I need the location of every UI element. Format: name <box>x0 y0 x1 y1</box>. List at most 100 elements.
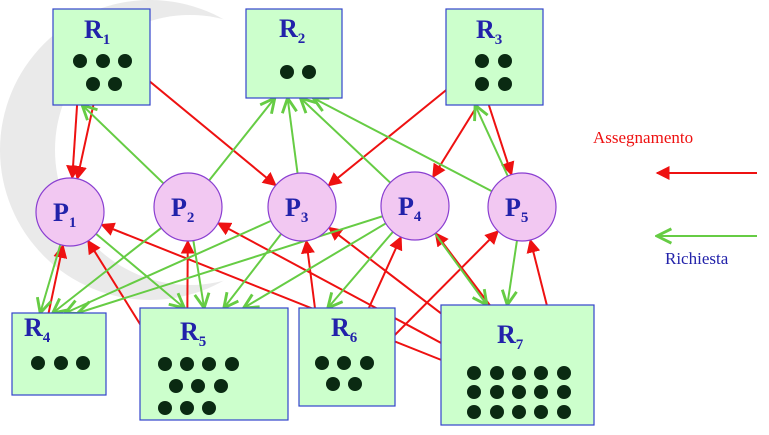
legend-request-label: Richiesta <box>665 249 729 268</box>
request-edge-p2-r1 <box>82 105 165 185</box>
assignment-edge-r7-p1 <box>100 222 475 374</box>
resource-instance-dot <box>31 356 45 370</box>
resource-instance-dot <box>225 357 239 371</box>
resource-label: R7 <box>497 320 524 353</box>
resource-instance-dot <box>158 401 172 415</box>
resource-instance-dot <box>490 366 504 380</box>
resource-instance-dot <box>534 385 548 399</box>
resource-instance-dot <box>302 65 316 79</box>
resource-instance-dot <box>326 377 340 391</box>
request-edge-p4-r7 <box>434 232 487 305</box>
resource-instance-dot <box>498 77 512 91</box>
resource-r3: R3 <box>445 8 544 106</box>
request-edge-p2-r5 <box>192 240 204 308</box>
resource-instance-dot <box>169 379 183 393</box>
resource-instance-dot <box>315 356 329 370</box>
process-circle <box>267 172 337 242</box>
resource-instance-dot <box>348 377 362 391</box>
process-circle <box>153 172 223 242</box>
request-edge-p4-r4 <box>78 215 383 313</box>
resource-instance-dot <box>118 54 132 68</box>
request-edge-p2-r2 <box>208 98 275 182</box>
resource-instance-dot <box>180 357 194 371</box>
request-edge-p1-r5 <box>95 233 184 308</box>
process-label: P1 <box>53 198 76 231</box>
resource-label: R3 <box>476 15 502 48</box>
resource-instance-dot <box>86 77 100 91</box>
request-edge-p5-r2 <box>313 98 493 193</box>
legend <box>657 166 757 236</box>
resource-instance-dot <box>557 366 571 380</box>
resource-instance-dot <box>180 401 194 415</box>
resource-instance-dot <box>467 366 481 380</box>
process-circle <box>487 172 557 242</box>
resource-instance-dot <box>557 385 571 399</box>
request-edge-p5-r3 <box>475 105 509 177</box>
resource-box <box>11 312 107 396</box>
resource-box <box>245 8 343 99</box>
resource-label: R2 <box>279 14 305 47</box>
resource-label: R1 <box>84 15 110 48</box>
resource-instance-dot <box>73 54 87 68</box>
process-label: P4 <box>398 192 422 225</box>
resource-instance-dot <box>202 357 216 371</box>
resource-instance-dot <box>360 356 374 370</box>
resource-instance-dot <box>557 405 571 419</box>
process-p2: P2 <box>153 172 223 242</box>
resource-instance-dot <box>490 385 504 399</box>
resource-instance-dot <box>202 401 216 415</box>
resource-instance-dot <box>96 54 110 68</box>
resource-instance-dot <box>512 366 526 380</box>
request-edge-p3-r2 <box>288 98 299 174</box>
resource-instance-dot <box>534 366 548 380</box>
request-edge-p3-r4 <box>65 219 272 313</box>
resource-r2: R2 <box>245 8 343 99</box>
resource-instance-dot <box>108 77 122 91</box>
resource-instance-dot <box>534 405 548 419</box>
request-edge-p4-r5 <box>244 222 387 308</box>
process-p5: P5 <box>487 172 557 242</box>
process-p1: P1 <box>35 177 105 247</box>
process-circle <box>380 171 450 241</box>
resource-instance-dot <box>512 405 526 419</box>
resource-instance-dot <box>475 54 489 68</box>
resource-instance-dot <box>512 385 526 399</box>
resource-instance-dot <box>467 405 481 419</box>
resource-instance-dot <box>158 357 172 371</box>
resource-instance-dot <box>337 356 351 370</box>
request-edge-p3-r5 <box>224 233 282 308</box>
process-label: P3 <box>285 193 308 226</box>
resource-instance-dot <box>490 405 504 419</box>
resource-label: R6 <box>331 313 358 346</box>
resource-instance-dot <box>54 356 68 370</box>
resource-r7: R7 <box>440 304 595 426</box>
resource-instance-dot <box>467 385 481 399</box>
process-label: P5 <box>505 193 528 226</box>
resource-label: R4 <box>24 313 51 346</box>
resource-instance-dot <box>280 65 294 79</box>
resource-label: R5 <box>180 317 206 350</box>
request-edge-p1-r4 <box>40 244 62 313</box>
resource-box <box>445 8 544 106</box>
resource-instance-dot <box>191 379 205 393</box>
resource-r1: R1 <box>52 8 151 106</box>
request-edge-p4-r2 <box>300 98 391 184</box>
resource-r5: R5 <box>139 307 289 421</box>
process-p3: P3 <box>267 172 337 242</box>
request-edge-p4-r6 <box>328 231 394 308</box>
resource-instance-dot <box>76 356 90 370</box>
request-edge-p2-r4 <box>53 227 162 313</box>
process-p4: P4 <box>380 171 450 241</box>
process-circle <box>35 177 105 247</box>
resource-instance-dot <box>475 77 489 91</box>
resource-r6: R6 <box>298 307 396 407</box>
process-label: P2 <box>171 193 194 226</box>
legend-assignment-label: Assegnamento <box>593 128 694 147</box>
resource-instance-dot <box>498 54 512 68</box>
resource-r4: R4 <box>11 312 107 396</box>
resource-box <box>440 304 595 426</box>
request-edge-p5-r7 <box>507 240 518 305</box>
resource-instance-dot <box>214 379 228 393</box>
